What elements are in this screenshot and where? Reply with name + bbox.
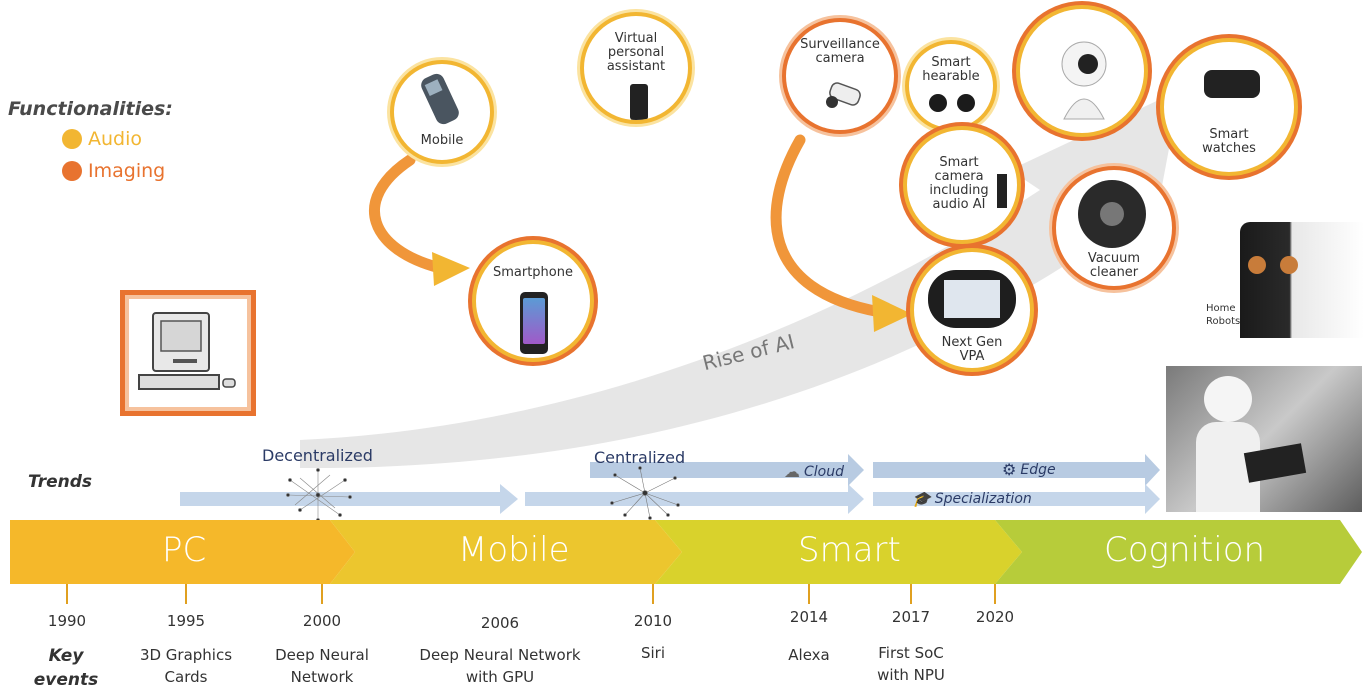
feature-phone-icon — [421, 73, 459, 125]
device-surveillance-camera: Surveillance camera — [782, 18, 898, 134]
legend-item-audio: Audio — [62, 128, 142, 150]
earbud-left-icon — [929, 94, 947, 112]
device-label-vpa: Virtual personal assistant — [606, 31, 666, 74]
event-year: 2017 — [891, 608, 931, 626]
home-robot-image — [1240, 222, 1364, 338]
event-description: Deep Neural Network with GPU — [419, 646, 581, 686]
tick-2014 — [808, 584, 810, 604]
event-year: 2014 — [789, 608, 829, 626]
era-chevron — [655, 520, 1022, 584]
era-chevron — [330, 520, 682, 584]
key-events-label-line2: events — [33, 670, 99, 690]
device-robot-jibo — [1016, 5, 1148, 137]
era-smart: Smart — [798, 530, 901, 570]
event-description: 3D Graphics Cards — [139, 646, 233, 686]
device-label-next-gen-vpa: Next Gen VPA — [941, 335, 1003, 364]
imaging-dot-icon — [62, 161, 82, 181]
robot-vacuum-icon — [1078, 180, 1146, 248]
device-mobile: Mobile — [390, 60, 494, 164]
trend-decentralized: Decentralized — [262, 446, 373, 465]
trend-edge: ⚙ Edge — [1002, 460, 1056, 479]
era-mobile: Mobile — [458, 530, 570, 570]
trend-edge-label: Edge — [1020, 461, 1056, 478]
tick-2020 — [994, 584, 996, 604]
event-year: 2006 — [480, 614, 520, 632]
device-label-surveillance: Surveillance camera — [800, 37, 880, 66]
event-year: 2000 — [302, 612, 342, 630]
trend-centralized: Centralized — [594, 448, 686, 467]
era-pc: PC — [162, 530, 207, 570]
legend-label-imaging: Imaging — [88, 160, 166, 182]
smartwatch-icon — [1204, 70, 1260, 98]
tick-1990 — [66, 584, 68, 604]
device-label-vacuum: Vacuum cleaner — [1087, 251, 1141, 280]
event-year: 1995 — [166, 612, 206, 630]
smartphone-icon — [520, 292, 548, 354]
graduation-cap-icon: 🎓 — [912, 490, 931, 508]
device-smart-camera: Smart camera including audio AI — [903, 126, 1021, 244]
era-chevron — [995, 520, 1362, 584]
event-year: 2010 — [633, 612, 673, 630]
robot-eye-right-icon — [1280, 256, 1298, 274]
desktop-computer-icon — [138, 312, 236, 390]
event-description: Siri — [640, 644, 666, 662]
era-chevron — [10, 520, 355, 584]
robot-eye-left-icon — [1248, 256, 1266, 274]
trend-cloud-label: Cloud — [804, 463, 844, 480]
key-events-label-line1: Key — [48, 646, 84, 666]
tick-2010 — [652, 584, 654, 604]
device-smart-watches: Smart watches — [1160, 38, 1298, 176]
device-hearable: Smart hearable — [905, 40, 997, 132]
security-camera-icon — [826, 82, 861, 108]
legend-title: Functionalities: — [8, 98, 173, 120]
key-events-label: Key events — [30, 644, 102, 692]
tick-2017 — [910, 584, 912, 604]
event-year: 2020 — [975, 608, 1015, 626]
smart-display-icon — [928, 270, 1016, 328]
trend-cloud: ☁ Cloud — [784, 462, 844, 481]
trend-specialization-label: Specialization — [934, 491, 1032, 507]
device-label-hearable: Smart hearable — [922, 55, 980, 84]
device-vacuum-cleaner: Vacuum cleaner — [1052, 166, 1176, 290]
camera-device-icon — [997, 174, 1007, 208]
trends-title: Trends — [28, 472, 93, 492]
cloud-icon: ☁ — [784, 462, 800, 481]
device-label-smart-camera: Smart camera including audio AI — [929, 155, 989, 212]
legend-item-imaging: Imaging — [62, 160, 165, 182]
trend-specialization: 🎓 Specialization — [912, 490, 1032, 508]
social-robot-icon — [1061, 41, 1107, 120]
event-description: First SoC with NPU — [877, 644, 945, 684]
humanoid-robot-image — [1166, 366, 1362, 512]
tick-1995 — [185, 584, 187, 604]
event-description: Deep Neural Network — [275, 646, 369, 686]
device-label-smartphone: Smartphone — [492, 265, 573, 280]
device-vpa: Virtual personal assistant — [580, 12, 692, 124]
era-cognition: Cognition — [1104, 530, 1266, 570]
event-description: Alexa — [788, 646, 830, 664]
device-label-mobile: Mobile — [420, 133, 464, 148]
device-next-gen-vpa: Next Gen VPA — [910, 248, 1034, 372]
pc-icon-box — [120, 290, 256, 416]
earbud-right-icon — [957, 94, 975, 112]
tick-2000 — [321, 584, 323, 604]
gear-icon: ⚙ — [1002, 460, 1017, 479]
robot-head-icon — [1204, 376, 1252, 422]
audio-dot-icon — [62, 129, 82, 149]
legend-label-audio: Audio — [88, 128, 143, 150]
smart-speaker-icon — [630, 84, 648, 120]
home-robots-label: Home Robots — [1206, 303, 1241, 327]
event-year: 1990 — [47, 612, 87, 630]
device-smartphone: Smartphone — [472, 240, 594, 362]
device-label-watches: Smart watches — [1202, 127, 1256, 156]
